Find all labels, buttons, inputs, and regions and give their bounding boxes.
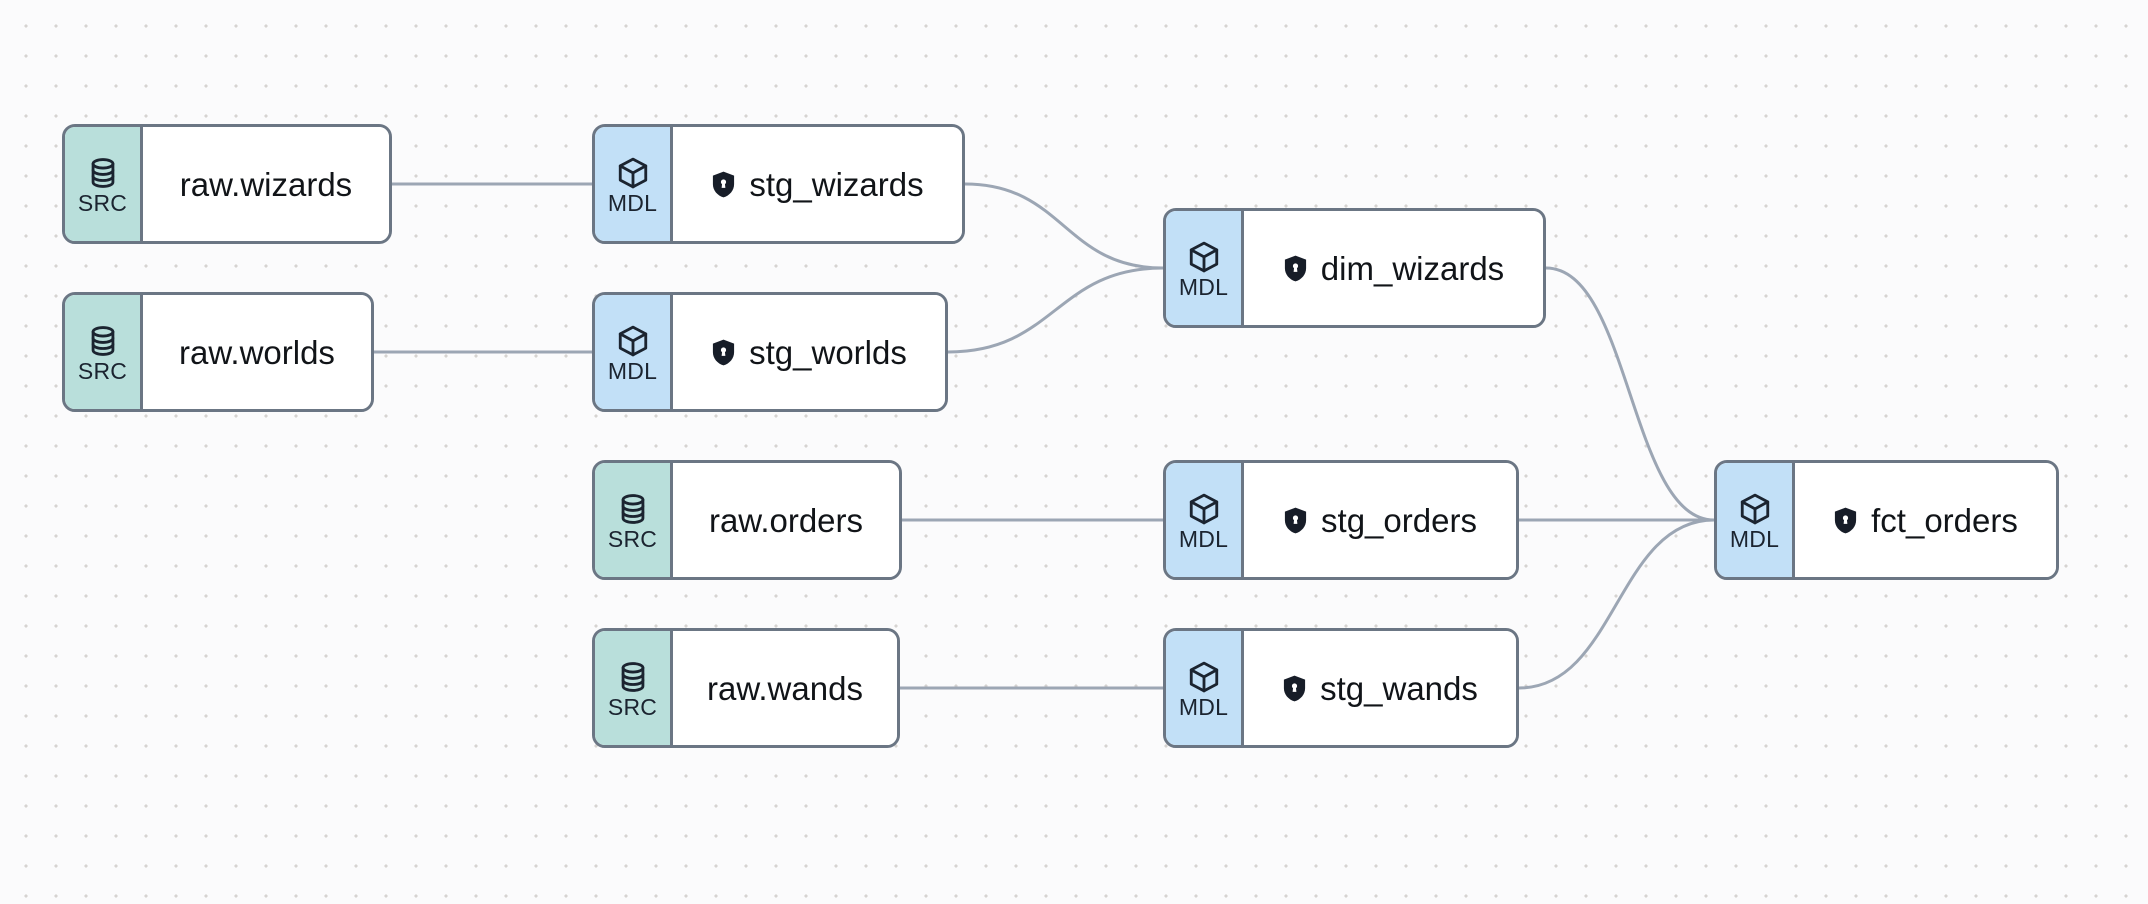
shield-lock-icon bbox=[1833, 507, 1858, 534]
node-raw_wands[interactable]: SRC raw.wands bbox=[592, 628, 900, 748]
node-label-raw_wizards: raw.wizards bbox=[179, 165, 353, 203]
node-type-badge-raw_worlds: SRC bbox=[65, 295, 143, 409]
node-label-stg_wands: stg_wands bbox=[1320, 669, 1478, 707]
node-type-badge-raw_wizards: SRC bbox=[65, 127, 143, 241]
node-label-raw_worlds: raw.worlds bbox=[179, 333, 335, 371]
node-stg_wizards[interactable]: MDL stg_wizards bbox=[592, 124, 965, 244]
badge-label-stg_wizards: MDL bbox=[607, 189, 658, 216]
node-raw_wizards[interactable]: SRC raw.wizards bbox=[62, 124, 392, 244]
node-type-badge-raw_wands: SRC bbox=[595, 631, 673, 745]
node-body-stg_wizards: stg_wizards bbox=[673, 127, 962, 241]
node-label-dim_wizards: dim_wizards bbox=[1320, 249, 1505, 287]
node-label-stg_wizards: stg_wizards bbox=[749, 165, 924, 203]
node-stg_wands[interactable]: MDL stg_wands bbox=[1163, 628, 1519, 748]
node-type-badge-stg_orders: MDL bbox=[1166, 463, 1244, 577]
node-dim_wizards[interactable]: MDL dim_wizards bbox=[1163, 208, 1546, 328]
node-type-badge-dim_wizards: MDL bbox=[1166, 211, 1244, 325]
node-label-raw_wands: raw.wands bbox=[707, 669, 863, 707]
edge-dim_wizards-to-fct_orders[interactable] bbox=[1544, 266, 1716, 522]
badge-label-raw_orders: SRC bbox=[607, 525, 658, 552]
edge-stg_wands-to-fct_orders[interactable] bbox=[1517, 518, 1716, 690]
node-stg_worlds[interactable]: MDL stg_worlds bbox=[592, 292, 948, 412]
cube-icon bbox=[1187, 240, 1221, 274]
shield-lock-icon bbox=[1283, 507, 1308, 534]
node-fct_orders[interactable]: MDL fct_orders bbox=[1714, 460, 2059, 580]
badge-label-stg_wands: MDL bbox=[1178, 693, 1229, 720]
database-icon bbox=[616, 492, 650, 526]
badge-label-raw_worlds: SRC bbox=[77, 357, 128, 384]
cube-icon bbox=[1187, 492, 1221, 526]
node-type-badge-fct_orders: MDL bbox=[1717, 463, 1795, 577]
badge-label-raw_wands: SRC bbox=[607, 693, 658, 720]
node-body-raw_wizards: raw.wizards bbox=[143, 127, 389, 241]
database-icon bbox=[86, 324, 120, 358]
badge-label-raw_wizards: SRC bbox=[77, 189, 128, 216]
badge-label-stg_orders: MDL bbox=[1178, 525, 1229, 552]
node-label-stg_worlds: stg_worlds bbox=[749, 333, 907, 371]
node-type-badge-stg_wands: MDL bbox=[1166, 631, 1244, 745]
cube-icon bbox=[1187, 660, 1221, 694]
node-type-badge-stg_wizards: MDL bbox=[595, 127, 673, 241]
node-body-raw_worlds: raw.worlds bbox=[143, 295, 371, 409]
node-body-raw_wands: raw.wands bbox=[673, 631, 897, 745]
shield-lock-icon bbox=[1282, 675, 1307, 702]
node-type-badge-raw_orders: SRC bbox=[595, 463, 673, 577]
node-type-badge-stg_worlds: MDL bbox=[595, 295, 673, 409]
node-stg_orders[interactable]: MDL stg_orders bbox=[1163, 460, 1519, 580]
node-label-raw_orders: raw.orders bbox=[708, 501, 864, 539]
database-icon bbox=[616, 660, 650, 694]
node-body-stg_worlds: stg_worlds bbox=[673, 295, 945, 409]
node-body-fct_orders: fct_orders bbox=[1795, 463, 2056, 577]
database-icon bbox=[86, 156, 120, 190]
node-body-stg_orders: stg_orders bbox=[1244, 463, 1516, 577]
badge-label-stg_worlds: MDL bbox=[607, 357, 658, 384]
node-body-raw_orders: raw.orders bbox=[673, 463, 899, 577]
shield-lock-icon bbox=[711, 171, 736, 198]
badge-label-fct_orders: MDL bbox=[1729, 525, 1780, 552]
cube-icon bbox=[616, 324, 650, 358]
cube-icon bbox=[1738, 492, 1772, 526]
shield-lock-icon bbox=[711, 339, 736, 366]
badge-label-dim_wizards: MDL bbox=[1178, 273, 1229, 300]
node-body-stg_wands: stg_wands bbox=[1244, 631, 1516, 745]
node-raw_orders[interactable]: SRC raw.orders bbox=[592, 460, 902, 580]
edge-stg_worlds-to-dim_wizards[interactable] bbox=[946, 266, 1165, 354]
shield-lock-icon bbox=[1283, 255, 1308, 282]
cube-icon bbox=[616, 156, 650, 190]
node-label-fct_orders: fct_orders bbox=[1871, 501, 2018, 539]
edge-stg_wizards-to-dim_wizards[interactable] bbox=[963, 182, 1165, 270]
node-label-stg_orders: stg_orders bbox=[1321, 501, 1477, 539]
node-body-dim_wizards: dim_wizards bbox=[1244, 211, 1543, 325]
node-raw_worlds[interactable]: SRC raw.worlds bbox=[62, 292, 374, 412]
